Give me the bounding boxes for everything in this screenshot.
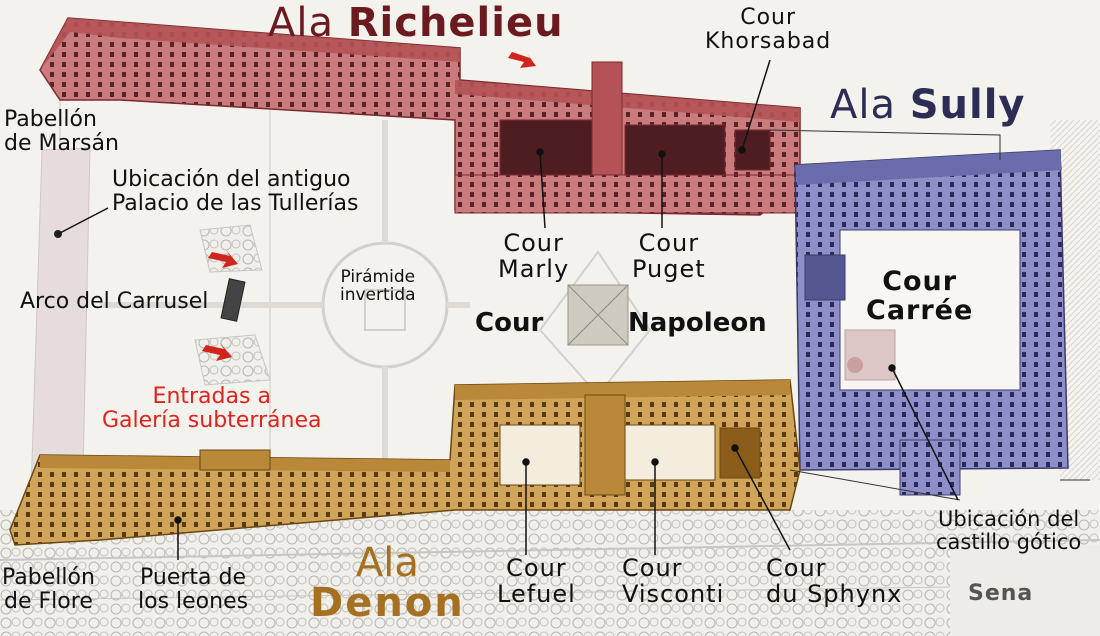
label-line: Cour	[506, 554, 567, 582]
label-line: invertida	[340, 285, 416, 306]
label-line: Marly	[498, 254, 570, 283]
arco-carrusel-shape	[220, 278, 246, 322]
label-pabellon-flore: Pabellón de Flore	[2, 566, 95, 614]
label-line: Cour	[503, 229, 564, 257]
label-line: Cour	[766, 554, 827, 582]
label-cour-sphynx: Cour du Sphynx	[766, 554, 903, 608]
label-line: Palacio de las Tullerías	[112, 190, 359, 216]
wing-label-denon: Ala Denon	[310, 543, 465, 623]
label-cour-khorsabad: Cour Khorsabad	[705, 6, 831, 54]
label-line: Cour	[638, 229, 700, 257]
label-line: Visconti	[622, 579, 725, 608]
cour-marly-area	[499, 119, 596, 176]
wing-name: Richelieu	[347, 0, 564, 46]
label-cour-puget: Cour Puget	[632, 229, 706, 283]
label-entradas: Entradas a Galería subterránea	[102, 385, 321, 433]
label-arco-carrusel: Arco del Carrusel	[20, 289, 209, 314]
label-cour-napoleon-2: Napoleon	[628, 308, 767, 338]
wing-name: Denon	[310, 580, 465, 626]
wing-label-richelieu: Ala Richelieu	[268, 0, 564, 46]
label-cour-napoleon-1: Cour	[475, 308, 544, 338]
cour-lefuel-area	[499, 424, 581, 486]
label-line: de Flore	[4, 588, 93, 614]
label-line: los leones	[138, 588, 249, 614]
leader-lines	[57, 59, 959, 560]
cour-napoleon-grounds	[538, 250, 652, 397]
label-line: Cour	[740, 5, 797, 30]
cour-visconti-area	[624, 424, 716, 481]
river-sena	[950, 545, 1100, 636]
denon-wing	[9, 379, 801, 546]
label-line: Khorsabad	[705, 28, 832, 54]
label-piramide-invertida: Pirámide invertida	[340, 268, 416, 305]
label-line: Pabellón	[2, 565, 95, 590]
label-line: Ubicación del antiguo	[112, 167, 351, 192]
label-cour-carree: Cour Carrée	[866, 267, 973, 325]
label-line: castillo gótico	[936, 529, 1082, 554]
sully-wing	[794, 149, 1069, 496]
label-line: du Sphynx	[766, 579, 903, 608]
label-pabellon-marsan: Pabellón de Marsán	[4, 108, 119, 156]
arrow-icon	[508, 52, 536, 68]
cour-puget-area	[624, 124, 726, 176]
label-line: Entradas a	[152, 384, 271, 409]
wing-prefix: Ala	[355, 540, 419, 586]
label-line: Pabellón	[4, 107, 97, 132]
wing-name: Sully	[909, 82, 1026, 128]
label-line: Ubicación del	[938, 507, 1080, 531]
label-line: Galería subterránea	[102, 407, 322, 433]
wing-prefix: Ala	[830, 82, 896, 128]
entrance-arrows	[202, 52, 536, 361]
quay-line	[0, 539, 1100, 561]
label-line: Puget	[632, 254, 706, 283]
label-line: Puerta de	[140, 565, 247, 590]
cour-sphynx-area	[719, 427, 761, 479]
label-tullerias: Ubicación del antiguo Palacio de las Tul…	[112, 168, 358, 216]
label-cour-marly: Cour Marly	[498, 229, 570, 283]
label-cour-visconti: Cour Visconti	[622, 554, 725, 608]
label-line: Carrée	[866, 295, 974, 327]
arrow-icon	[208, 250, 238, 268]
arrow-icon	[202, 343, 232, 361]
wing-prefix: Ala	[268, 0, 334, 46]
label-line: Cour	[882, 266, 958, 297]
label-line: de Marsán	[4, 130, 119, 156]
label-puerta-leones: Puerta de los leones	[138, 566, 248, 614]
label-castillo-gotico: Ubicación del castillo gótico	[936, 508, 1081, 553]
label-sena: Sena	[968, 581, 1034, 606]
label-cour-lefuel: Cour Lefuel	[497, 554, 576, 608]
label-line: Pirámide	[340, 267, 416, 287]
wing-label-sully: Ala Sully	[830, 82, 1026, 128]
label-line: Lefuel	[497, 579, 576, 608]
label-line: Cour	[622, 554, 683, 582]
